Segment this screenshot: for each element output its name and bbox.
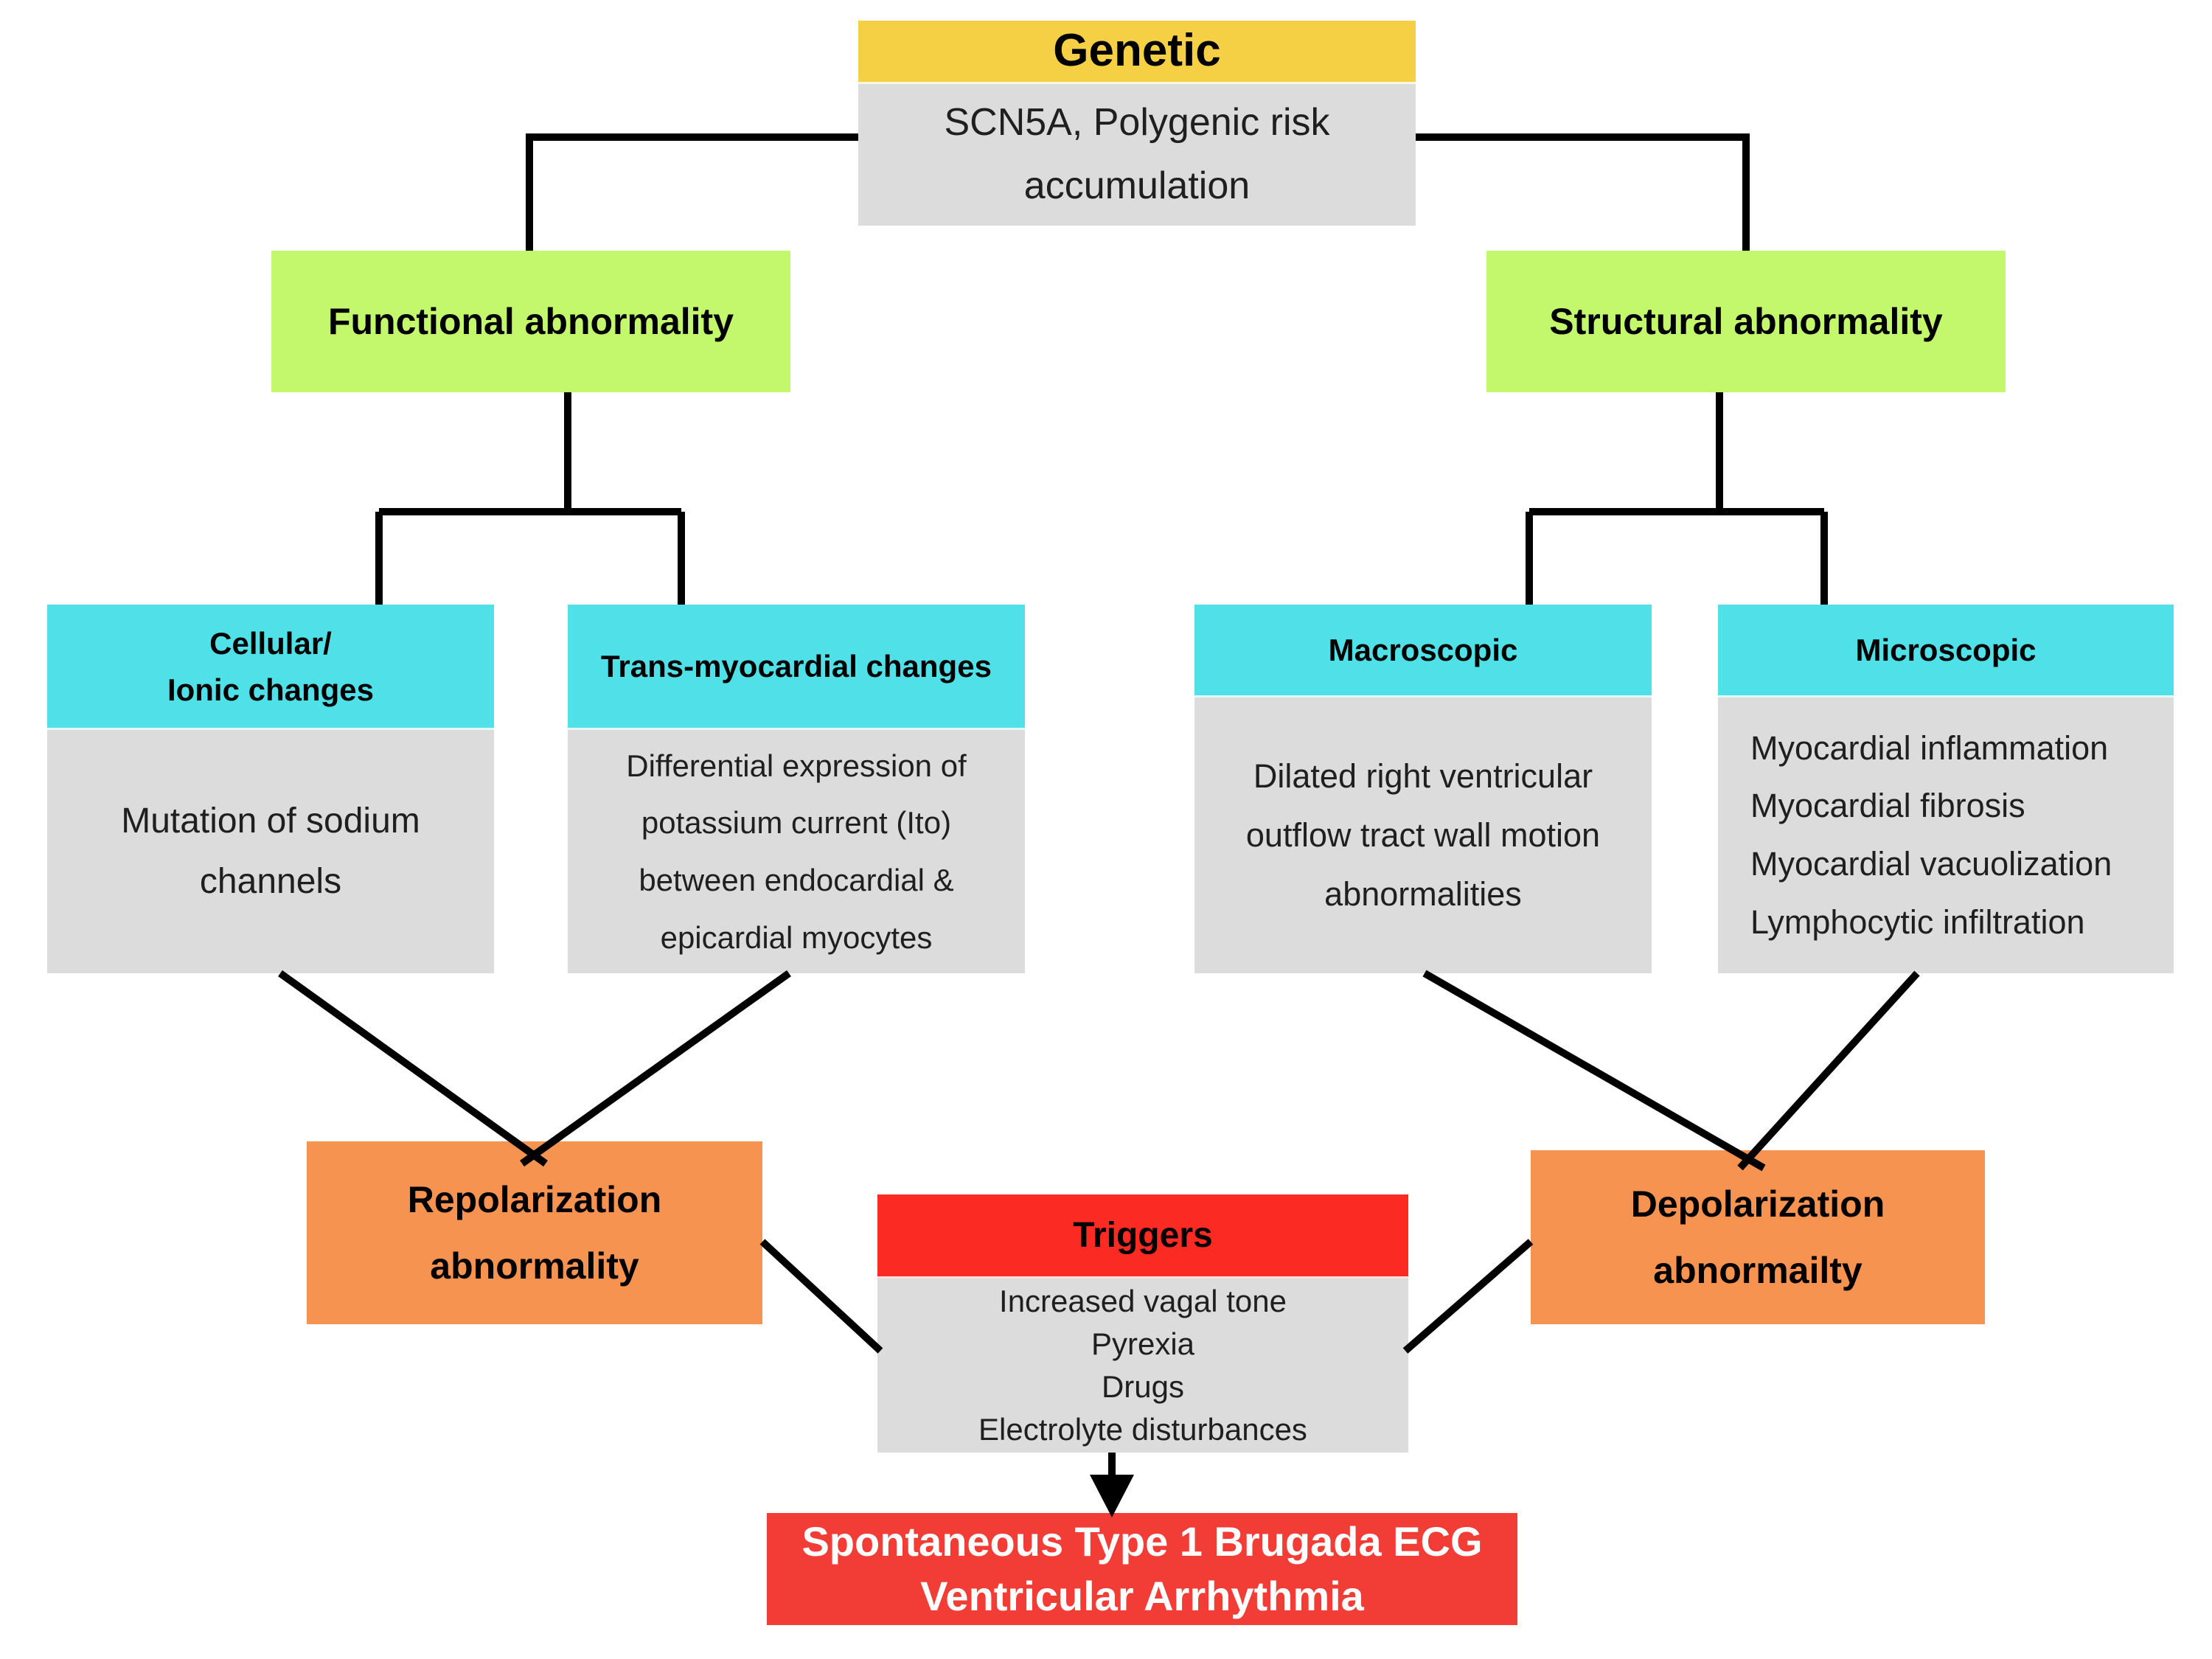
genetic-title: Genetic bbox=[1053, 25, 1221, 77]
connector-cellular-to-repolarization bbox=[278, 970, 548, 1167]
connector-depolarization-to-triggers bbox=[1402, 1239, 1534, 1354]
macroscopic-body-line: abnormalities bbox=[1324, 875, 1522, 914]
microscopic-body-line: Myocardial fibrosis bbox=[1750, 787, 2025, 825]
outcome-node: Spontaneous Type 1 Brugada ECG Ventricul… bbox=[767, 1513, 1517, 1625]
microscopic-body-line: Myocardial inflammation bbox=[1750, 728, 2109, 767]
trans-myocardial-header-label: Trans-myocardial changes bbox=[601, 649, 992, 684]
macroscopic-header: Macroscopic bbox=[1194, 605, 1652, 698]
macroscopic-body-line: Dilated right ventricular bbox=[1253, 757, 1593, 795]
trans-myocardial-body: Differential expression of potassium cur… bbox=[568, 730, 1025, 973]
cellular-ionic-header: Cellular/ Ionic changes bbox=[47, 605, 494, 730]
connector-transmyocardial-to-repolarization bbox=[520, 970, 791, 1167]
triggers-header: Triggers bbox=[877, 1194, 1408, 1279]
connector-microscopic-to-depolarization bbox=[1737, 970, 1920, 1171]
repolarization-label-line: Repolarization bbox=[407, 1179, 662, 1220]
structural-abnormality-label: Structural abnormality bbox=[1549, 301, 1943, 342]
genetic-header: Genetic bbox=[858, 21, 1416, 84]
triggers-item: Pyrexia bbox=[1091, 1326, 1195, 1362]
trans-myocardial-node: Trans-myocardial changes Differential ex… bbox=[568, 605, 1025, 973]
cellular-ionic-body: Mutation of sodium channels bbox=[47, 730, 494, 973]
microscopic-body-line: Lymphocytic infiltration bbox=[1750, 902, 2085, 941]
connector-genetic-to-structural bbox=[1416, 133, 1750, 251]
macroscopic-node: Macroscopic Dilated right ventricular ou… bbox=[1194, 605, 1652, 973]
microscopic-node: Microscopic Myocardial inflammation Myoc… bbox=[1718, 605, 2174, 973]
genetic-body-line: SCN5A, Polygenic risk bbox=[944, 101, 1330, 145]
microscopic-header-label: Microscopic bbox=[1855, 633, 2037, 667]
trans-myocardial-header: Trans-myocardial changes bbox=[568, 605, 1025, 730]
connector-macroscopic-to-depolarization bbox=[1422, 970, 1766, 1172]
repolarization-node: Repolarization abnormality bbox=[307, 1141, 762, 1324]
triggers-item: Drugs bbox=[1101, 1369, 1185, 1404]
genetic-body-line: accumulation bbox=[1023, 164, 1251, 207]
microscopic-body-line: Myocardial vacuolization bbox=[1750, 845, 2112, 883]
connector-genetic-to-functional bbox=[526, 133, 858, 251]
cellular-ionic-header-line: Ionic changes bbox=[167, 672, 375, 707]
triggers-header-label: Triggers bbox=[1073, 1216, 1213, 1255]
cellular-ionic-body-line: Mutation of sodium bbox=[121, 801, 420, 841]
outcome-label-line: Spontaneous Type 1 Brugada ECG bbox=[801, 1518, 1483, 1565]
cellular-ionic-body-line: channels bbox=[199, 862, 342, 901]
macroscopic-body-line: outflow tract wall motion bbox=[1245, 815, 1601, 854]
macroscopic-header-label: Macroscopic bbox=[1328, 633, 1518, 667]
depolarization-label-line: abnormailty bbox=[1653, 1250, 1863, 1291]
outcome-label-line: Ventricular Arrhythmia bbox=[920, 1573, 1364, 1619]
functional-abnormality-node: Functional abnormality bbox=[271, 251, 790, 392]
microscopic-body: Myocardial inflammation Myocardial fibro… bbox=[1718, 698, 2174, 973]
connector-functional-split bbox=[375, 392, 685, 605]
arrowhead bbox=[1090, 1475, 1134, 1517]
trans-myocardial-body-line: Differential expression of bbox=[626, 748, 967, 783]
genetic-node: Genetic SCN5A, Polygenic risk accumulati… bbox=[858, 21, 1416, 226]
triggers-item: Increased vagal tone bbox=[999, 1284, 1287, 1319]
connector-repolarization-to-triggers bbox=[759, 1239, 883, 1354]
triggers-item: Electrolyte disturbances bbox=[978, 1411, 1307, 1447]
repolarization-label-line: abnormality bbox=[430, 1245, 639, 1287]
depolarization-node: Depolarization abnormailty bbox=[1531, 1150, 1985, 1324]
functional-abnormality-label: Functional abnormality bbox=[327, 301, 734, 342]
cellular-ionic-node: Cellular/ Ionic changes Mutation of sodi… bbox=[47, 605, 494, 973]
macroscopic-body: Dilated right ventricular outflow tract … bbox=[1194, 698, 1652, 973]
triggers-node: Triggers Increased vagal tone Pyrexia Dr… bbox=[877, 1194, 1408, 1453]
connector-structural-split bbox=[1526, 392, 1828, 605]
cellular-ionic-header-line: Cellular/ bbox=[209, 625, 332, 661]
triggers-body: Increased vagal tone Pyrexia Drugs Elect… bbox=[877, 1279, 1408, 1453]
microscopic-header: Microscopic bbox=[1718, 605, 2174, 698]
structural-abnormality-node: Structural abnormality bbox=[1486, 251, 2006, 392]
genetic-body: SCN5A, Polygenic risk accumulation bbox=[858, 84, 1416, 226]
depolarization-label-line: Depolarization bbox=[1630, 1183, 1885, 1225]
trans-myocardial-body-line: potassium current (Ito) bbox=[641, 805, 952, 841]
trans-myocardial-body-line: epicardial myocytes bbox=[660, 919, 933, 955]
trans-myocardial-body-line: between endocardial & bbox=[639, 863, 954, 897]
